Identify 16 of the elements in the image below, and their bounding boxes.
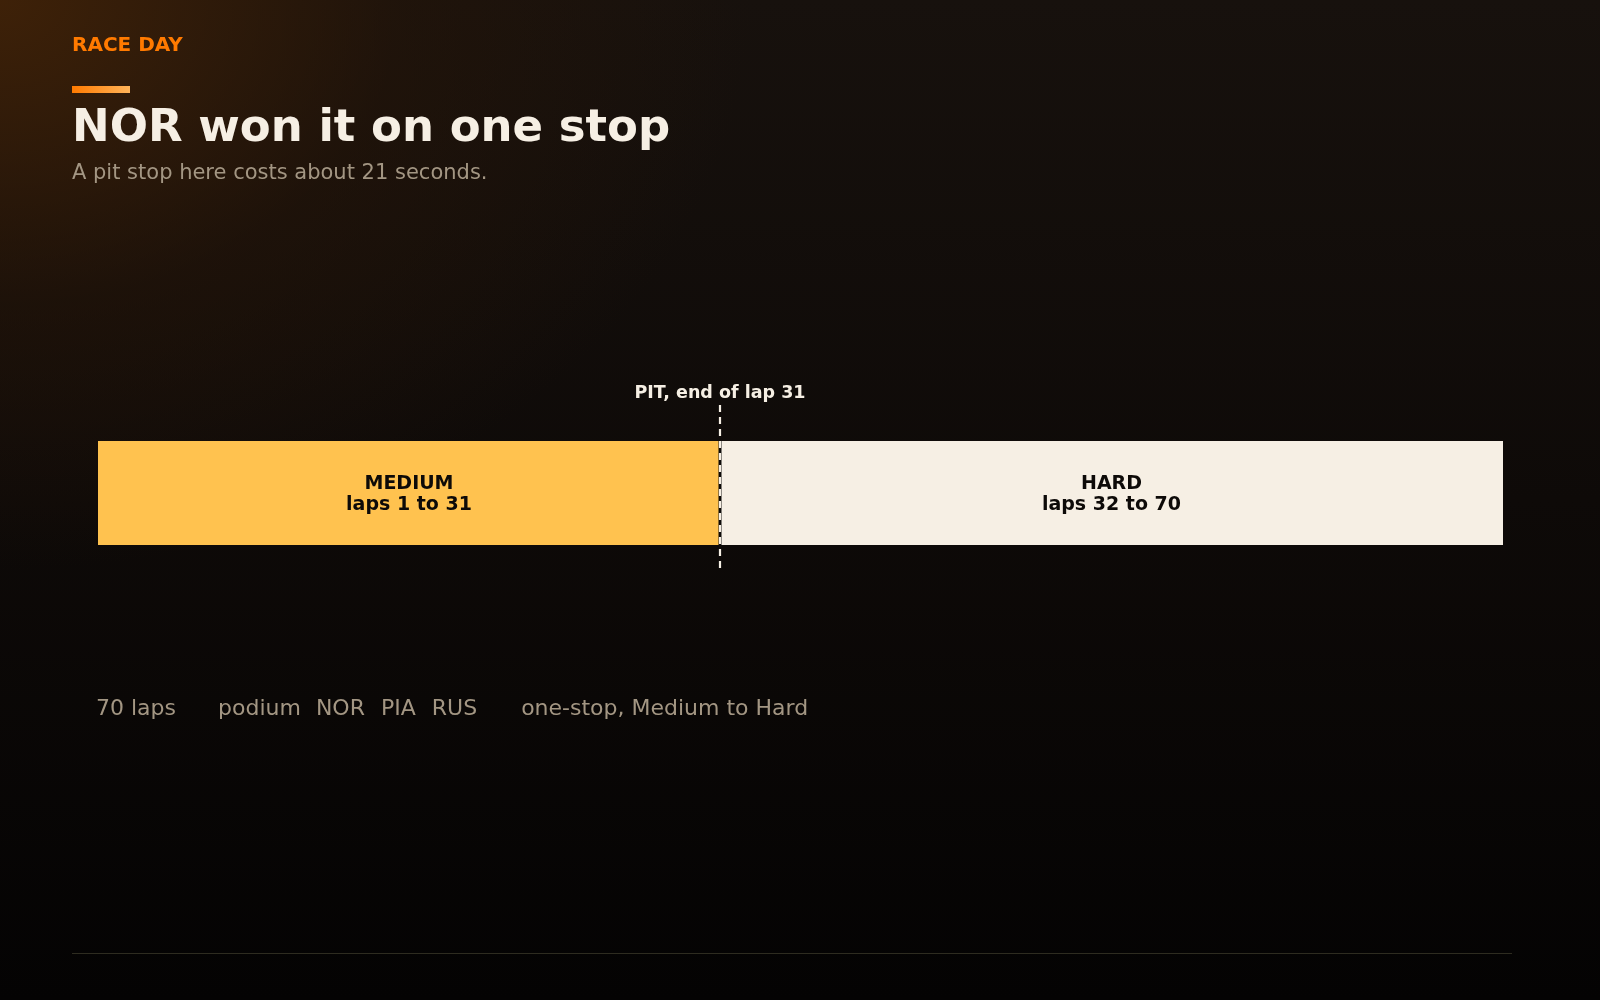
compound-name: HARD bbox=[1081, 472, 1142, 493]
race-stat: NOR bbox=[315, 695, 365, 721]
race-stat: RUS bbox=[431, 695, 478, 721]
lap-range: laps 32 to 70 bbox=[1041, 493, 1182, 514]
subtitle: A pit stop here costs about 21 seconds. bbox=[72, 160, 488, 185]
pit-stop-label: PIT, end of lap 31 bbox=[634, 382, 806, 403]
stint-bar-segment bbox=[98, 441, 720, 545]
lap-range: laps 1 to 31 bbox=[346, 493, 472, 514]
race-stat: 70 laps bbox=[96, 695, 176, 721]
title: NOR won it on one stop bbox=[72, 99, 671, 153]
race-stat: podium bbox=[218, 695, 301, 721]
race-stat: one-stop, Medium to Hard bbox=[521, 695, 809, 721]
race-stat: PIA bbox=[380, 695, 416, 721]
kicker-text: RACE DAY bbox=[72, 32, 183, 56]
stint-bar-segment bbox=[720, 441, 1503, 545]
compound-name: MEDIUM bbox=[364, 472, 454, 493]
